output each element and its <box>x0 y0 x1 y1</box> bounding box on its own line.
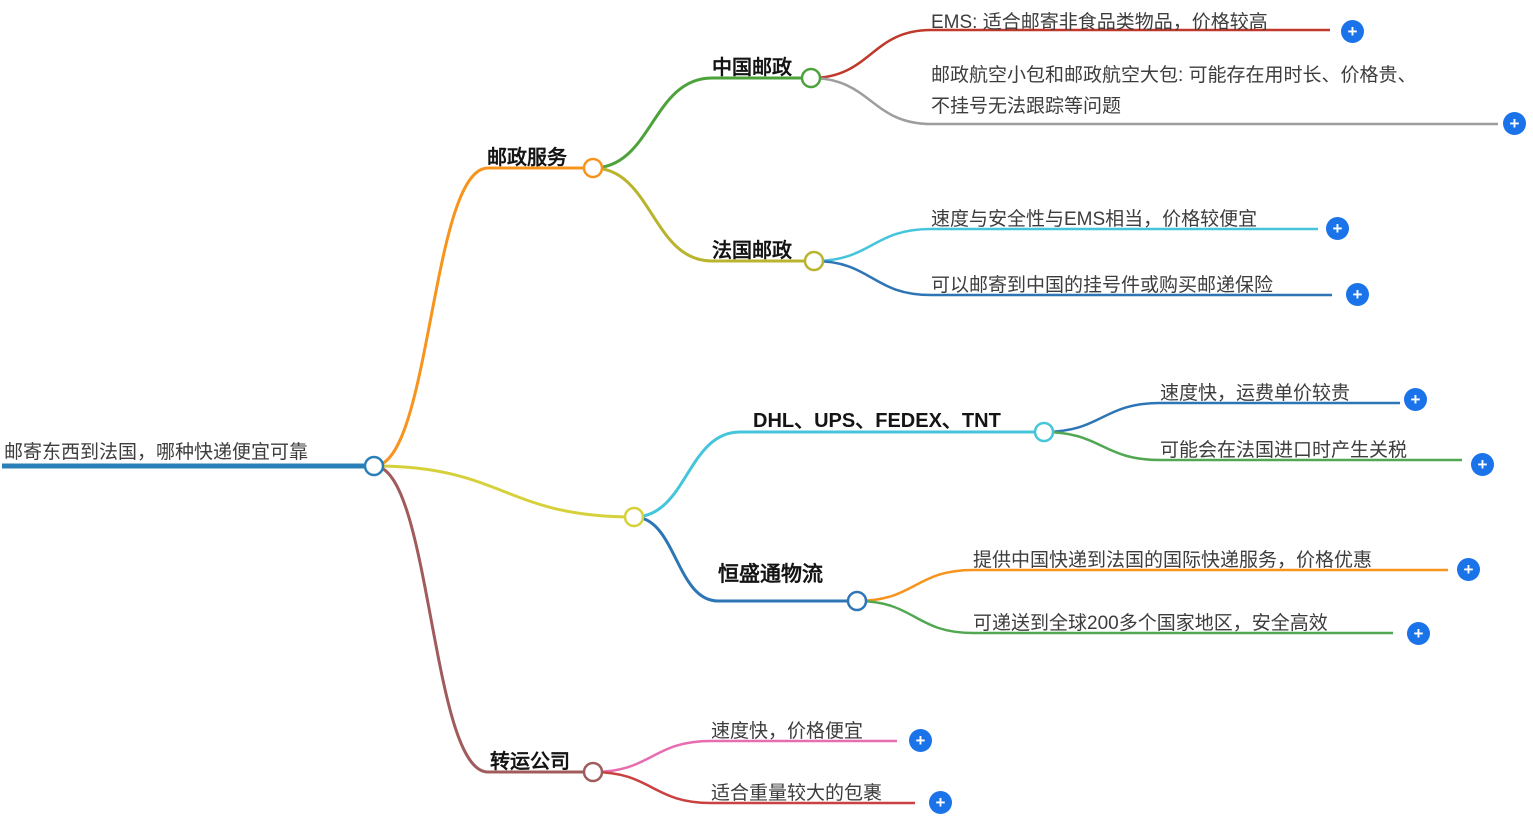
branch-express-line <box>373 464 635 519</box>
france-registered-leaf-line <box>813 259 1332 297</box>
branch-postal-line <box>373 166 593 468</box>
france-speed-leaf-label[interactable]: 速度与安全性与EMS相当，价格较便宜 <box>931 209 1258 230</box>
branch-forwarding-line <box>373 464 593 774</box>
hst-service-leaf-line <box>856 568 1448 603</box>
france-post-line <box>592 166 814 263</box>
hengshengtong-node-label[interactable]: 恒盛通物流 <box>718 563 823 586</box>
express-node-circle[interactable] <box>623 506 645 528</box>
airmail-expand-icon[interactable]: + <box>1503 112 1526 135</box>
hengshengtong-node-circle[interactable] <box>846 590 868 612</box>
ems-expand-icon[interactable]: + <box>1341 20 1364 43</box>
hst-service-expand-icon[interactable]: + <box>1457 558 1480 581</box>
forwarding-weight-leaf-label[interactable]: 适合重量较大的包裹 <box>711 783 883 804</box>
china-post-node-label[interactable]: 中国邮政 <box>712 57 792 79</box>
france-speed-leaf-line <box>813 227 1318 263</box>
hst-global-leaf-label[interactable]: 可递送到全球200多个国家地区，安全高效 <box>973 613 1328 634</box>
dhl-speed-expand-icon[interactable]: + <box>1404 388 1427 411</box>
ems-leaf-label[interactable]: EMS: 适合邮寄非食品类物品，价格较高 <box>931 12 1268 33</box>
china-post-node-circle[interactable] <box>800 67 822 89</box>
dhl-tariff-expand-icon[interactable]: + <box>1471 453 1494 476</box>
dhl-speed-leaf-line <box>1043 401 1400 434</box>
forwarding-speed-leaf-label[interactable]: 速度快，价格便宜 <box>711 721 864 742</box>
dhl-tariff-leaf-line <box>1043 430 1462 462</box>
hst-service-leaf-label[interactable]: 提供中国快递到法国的国际快递服务，价格优惠 <box>973 550 1373 571</box>
dhl-tariff-leaf-label[interactable]: 可能会在法国进口时产生关税 <box>1160 440 1408 461</box>
hengshengtong-line <box>633 515 857 603</box>
dhl-line <box>633 430 1044 519</box>
france-registered-expand-icon[interactable]: + <box>1346 283 1369 306</box>
hst-global-expand-icon[interactable]: + <box>1407 622 1430 645</box>
dhl-node-label[interactable]: DHL、UPS、FEDEX、TNT <box>753 410 1001 432</box>
postal-node-circle[interactable] <box>582 157 604 179</box>
forwarding-speed-leaf-line <box>592 739 897 774</box>
forwarding-weight-expand-icon[interactable]: + <box>929 791 952 814</box>
france-post-node-label[interactable]: 法国邮政 <box>712 240 792 262</box>
forwarding-node-circle[interactable] <box>582 761 604 783</box>
forwarding-speed-expand-icon[interactable]: + <box>909 729 932 752</box>
airmail-leaf-line <box>810 76 1498 126</box>
forwarding-weight-leaf-line <box>592 770 915 805</box>
france-post-node-circle[interactable] <box>803 250 825 272</box>
hst-global-leaf-line <box>856 599 1393 635</box>
dhl-node-circle[interactable] <box>1033 421 1055 443</box>
france-registered-leaf-label[interactable]: 可以邮寄到中国的挂号件或购买邮递保险 <box>931 275 1274 296</box>
postal-node-label[interactable]: 邮政服务 <box>487 147 567 169</box>
dhl-speed-leaf-label[interactable]: 速度快，运费单价较贵 <box>1160 383 1351 404</box>
france-speed-expand-icon[interactable]: + <box>1326 217 1349 240</box>
forwarding-node-label[interactable]: 转运公司 <box>490 751 570 773</box>
airmail-leaf-label[interactable]: 邮政航空小包和邮政航空大包: 可能存在用时长、价格贵、不挂号无法跟踪等问题 <box>931 65 1417 117</box>
china-post-line <box>592 76 811 170</box>
root-node-circle[interactable] <box>363 455 385 477</box>
root-node-label[interactable]: 邮寄东西到法国，哪种快递便宜可靠 <box>4 442 309 463</box>
ems-leaf-line <box>810 28 1330 80</box>
